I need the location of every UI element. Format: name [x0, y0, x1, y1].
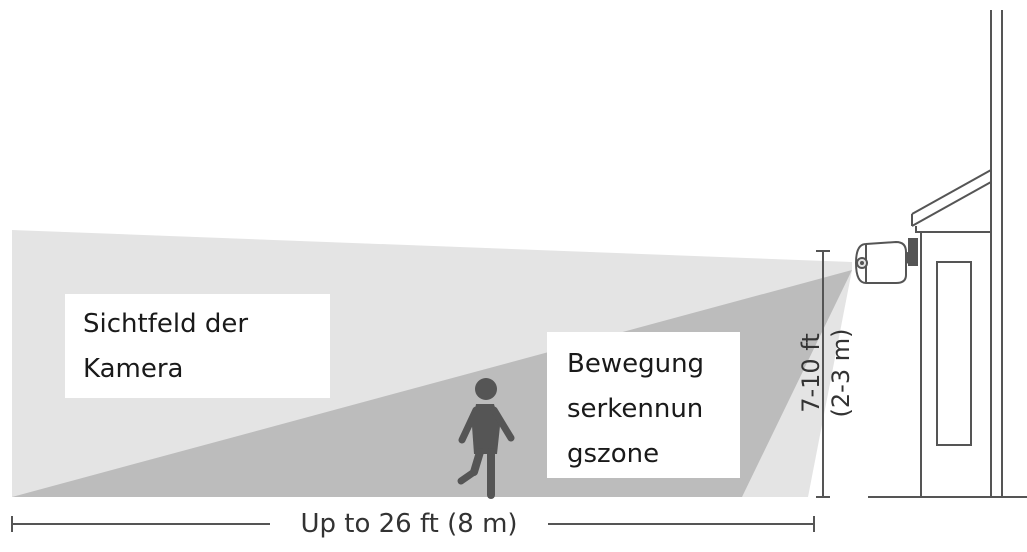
field-of-view-label-line-1: Sichtfeld der: [83, 309, 249, 339]
field-of-view-label: Sichtfeld der Kamera: [65, 294, 330, 398]
motion-zone-label: Bewegung serkennun gszone: [547, 332, 740, 478]
distance-label: Up to 26 ft (8 m): [290, 506, 528, 542]
motion-zone-label-line-1: Bewegung: [567, 349, 705, 379]
motion-zone-label-line-3: gszone: [567, 439, 660, 469]
house-wall-icon: [911, 10, 1003, 497]
field-of-view-label-line-2: Kamera: [83, 354, 184, 384]
walking-person-icon: [457, 378, 515, 499]
mount-height-ft: 7-10 ft: [797, 333, 825, 413]
motion-zone-label-line-2: serkennun: [567, 394, 704, 424]
mount-height-m: (2-3 m): [827, 328, 855, 418]
height-dimension-line: [816, 250, 830, 498]
camera-icon: [854, 238, 918, 284]
distance-dimension-line: [11, 516, 815, 532]
